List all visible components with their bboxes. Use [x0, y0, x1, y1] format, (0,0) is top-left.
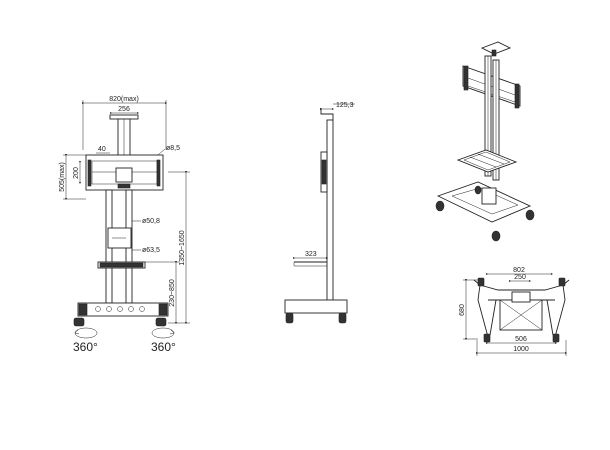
perspective-view — [435, 41, 535, 242]
total-height-label: 1350~1650 — [179, 230, 186, 265]
upper-tube-label: ø50,8 — [142, 218, 160, 225]
front-view: 820(max) 256 40 ø8,5 505(max) 200 — [59, 96, 190, 354]
base-top-view: 802 250 680 506 1000 — [459, 267, 570, 356]
lower-tube-label: ø63,5 — [142, 247, 160, 254]
depth-label: 680 — [459, 304, 466, 316]
top-offset-label: 125,3 — [336, 102, 354, 109]
slot-width-label: 250 — [514, 274, 526, 281]
outer-width-label: 1000 — [513, 346, 529, 353]
rotation-right-label: 360° — [151, 340, 176, 354]
width-max-label: 820(max) — [109, 96, 139, 103]
mount-hole-label: 40 — [98, 146, 106, 153]
inner-height-label: 200 — [73, 167, 80, 179]
inner-width-label: 802 — [513, 267, 525, 274]
height-max-label: 505(max) — [59, 162, 66, 192]
hole-diameter-label: ø8,5 — [166, 145, 180, 152]
top-spacing-label: 256 — [118, 106, 130, 113]
shelf-height-label: 230~850 — [169, 279, 176, 307]
side-view: 125,3 323 — [284, 102, 355, 324]
rotation-left-label: 360° — [73, 340, 98, 354]
shelf-depth-label: 323 — [305, 251, 317, 258]
wheel-spacing-label: 506 — [515, 336, 527, 343]
